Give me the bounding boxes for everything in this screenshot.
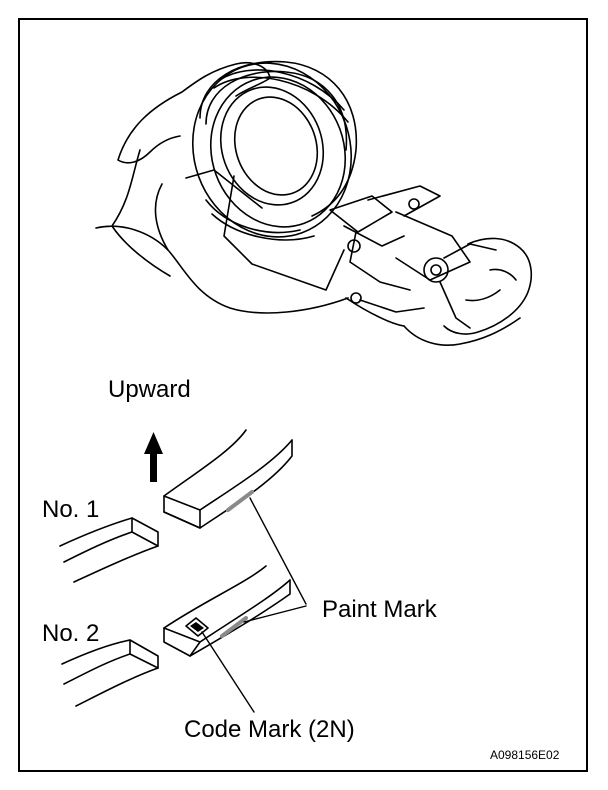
upward-arrow-icon	[144, 432, 163, 482]
ring-no2-upper-arc	[163, 565, 267, 629]
ring-no1-label: No. 1	[42, 496, 100, 523]
piston-crown	[219, 86, 325, 206]
piston-ring-expander-illustration	[95, 60, 533, 346]
paint-mark-label: Paint Mark	[322, 596, 437, 623]
ring-expander-tool	[329, 185, 497, 329]
paint-mark-leader-1	[249, 497, 307, 605]
ring-orientation-diagram	[59, 429, 307, 713]
paint-mark-leader-2	[243, 605, 307, 623]
upward-label: Upward	[108, 376, 191, 403]
paint-mark-no2	[220, 616, 248, 638]
ring-no1-upper-arc	[163, 429, 247, 497]
piston-ring	[199, 60, 358, 217]
code-mark-label: Code Mark (2N)	[184, 716, 355, 743]
code-mark-leader	[201, 631, 255, 713]
ring-no1-lower-arc	[59, 517, 133, 547]
paint-mark-no1	[226, 490, 254, 512]
right-hand	[403, 237, 533, 346]
figure-code: A098156E02	[490, 748, 560, 762]
left-hand	[95, 62, 349, 314]
ring-no2-label: No. 2	[42, 620, 100, 647]
ring-no2-lower-arc	[61, 639, 131, 665]
figure-frame	[18, 18, 588, 772]
